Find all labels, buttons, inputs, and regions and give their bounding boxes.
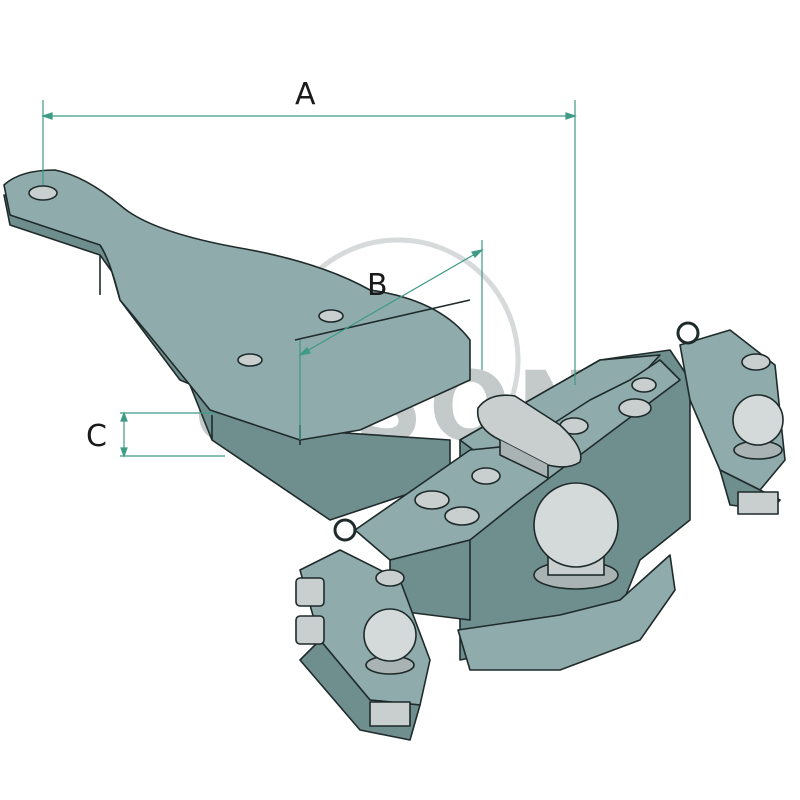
dimension-c (120, 411, 225, 458)
mounting-hole (318, 309, 344, 323)
pivot-hole (28, 185, 58, 201)
dimension-a-label: A (295, 77, 316, 112)
locking-lever (476, 394, 582, 479)
left-ball-bracket (295, 518, 431, 741)
mounting-hole (237, 353, 263, 367)
right-ball-bracket (676, 321, 786, 515)
central-ball (533, 482, 619, 590)
dimension-c-label: C (86, 419, 107, 454)
dimension-a (41, 100, 577, 385)
dimension-b (298, 240, 484, 440)
dimension-b-label: B (367, 268, 388, 303)
drawbar-arm (3, 169, 471, 521)
